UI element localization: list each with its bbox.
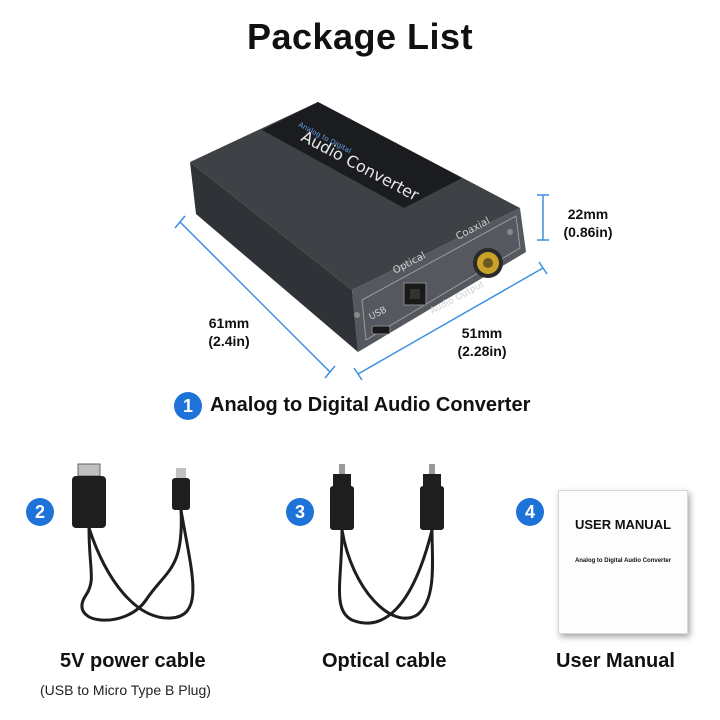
item-2-label: 5V power cable bbox=[60, 650, 206, 672]
device-body bbox=[190, 102, 526, 352]
item-3-label: Optical cable bbox=[322, 650, 447, 672]
item-1-badge: 1 bbox=[174, 392, 202, 420]
height-dimension: 22mm (0.86in) bbox=[563, 206, 613, 240]
item-2-badge: 2 bbox=[26, 498, 54, 526]
item-4-badge: 4 bbox=[516, 498, 544, 526]
user-manual-booklet: USER MANUAL Analog to Digital Audio Conv… bbox=[558, 490, 688, 634]
manual-subtitle: Analog to Digital Audio Converter bbox=[574, 558, 672, 564]
item-4-label: User Manual bbox=[556, 650, 675, 672]
item-3-badge: 3 bbox=[286, 498, 314, 526]
item-2-sublabel: (USB to Micro Type B Plug) bbox=[40, 682, 211, 698]
width-dimension: 51mm (2.28in) bbox=[457, 325, 507, 359]
item-1-label: Analog to Digital Audio Converter bbox=[210, 394, 531, 416]
depth-dimension: 61mm (2.4in) bbox=[208, 315, 250, 349]
page-title: Package List bbox=[246, 16, 474, 57]
optical-cable-image bbox=[330, 464, 444, 625]
manual-title: USER MANUAL bbox=[574, 517, 672, 532]
usb-cable-image bbox=[72, 463, 195, 622]
dimension-lines bbox=[174, 194, 549, 381]
